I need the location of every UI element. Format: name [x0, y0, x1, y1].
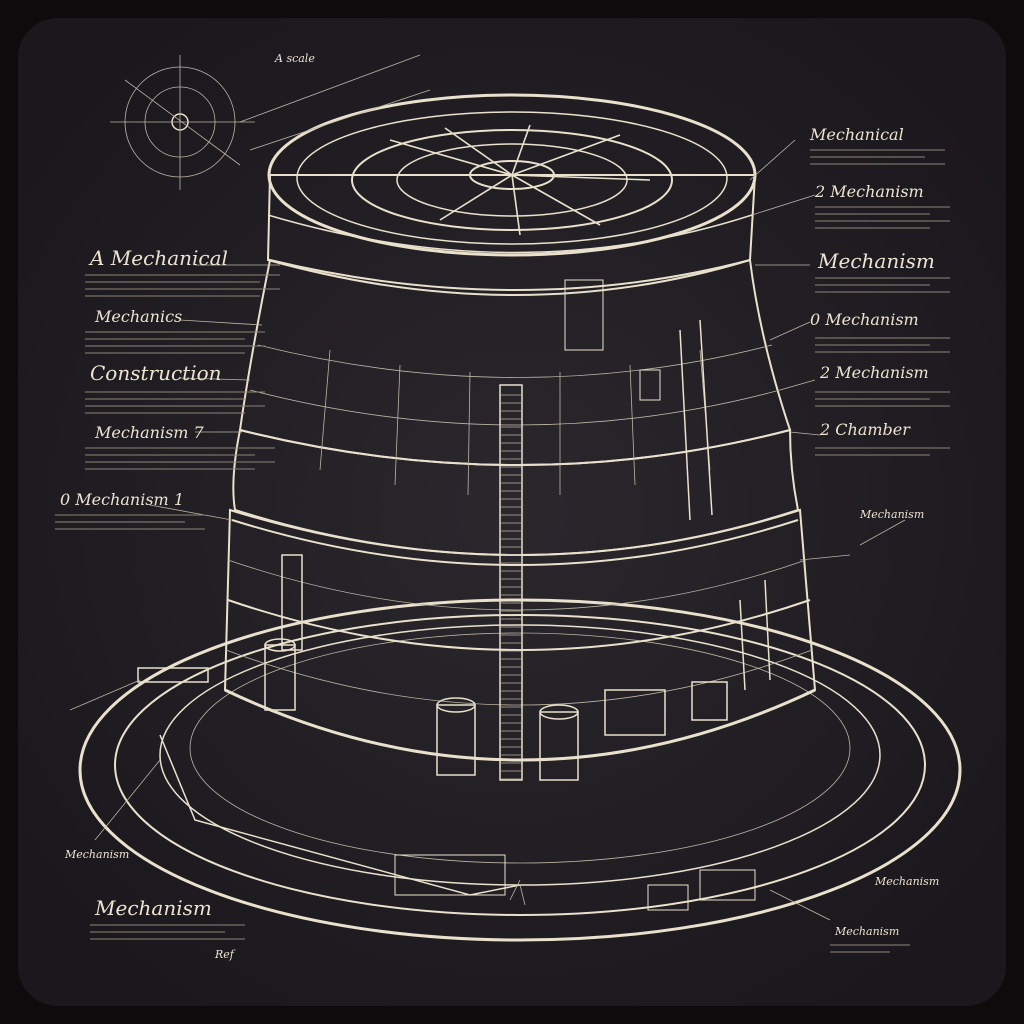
leader-lines [69, 139, 906, 921]
label-top-small: A scale [274, 52, 315, 65]
base-platform [78, 598, 962, 942]
label-right-small: Mechanism [859, 508, 924, 521]
label-bottom-left: Mechanism [94, 896, 212, 920]
label-bottom-right-small-1: Mechanism [874, 875, 939, 888]
label-right-6: 2 Chamber [819, 420, 911, 439]
label-left-1: A Mechanical [88, 246, 228, 270]
label-left-4: Mechanism 7 [94, 423, 205, 442]
label-right-4: 0 Mechanism [810, 310, 919, 329]
annotation-text-lines [55, 149, 950, 953]
label-bottom-right-small-2: Mechanism [834, 925, 899, 938]
compass-rose-icon [110, 54, 431, 190]
label-left-2: Mechanics [94, 307, 182, 326]
labels-right: Mechanical 2 Mechanism Mechanism 0 Mecha… [809, 125, 935, 439]
label-corner-small: Ref [214, 948, 236, 961]
label-right-2: 2 Mechanism [814, 182, 924, 201]
labels-left: A Mechanical Mechanics Construction Mech… [60, 246, 228, 509]
tower-body [223, 93, 817, 781]
ventilation-fan-icon [351, 124, 673, 236]
label-left-3: Construction [90, 361, 222, 385]
label-left-5: 0 Mechanism 1 [60, 490, 184, 509]
label-right-5: 2 Mechanism [819, 363, 929, 382]
label-right-3: Mechanism [817, 249, 935, 273]
board [18, 18, 1006, 1006]
storage-tank-icon [264, 638, 579, 781]
label-bottom-left-small: Mechanism [64, 848, 129, 861]
ladder-icon [499, 384, 523, 781]
label-right-1: Mechanical [809, 125, 904, 144]
